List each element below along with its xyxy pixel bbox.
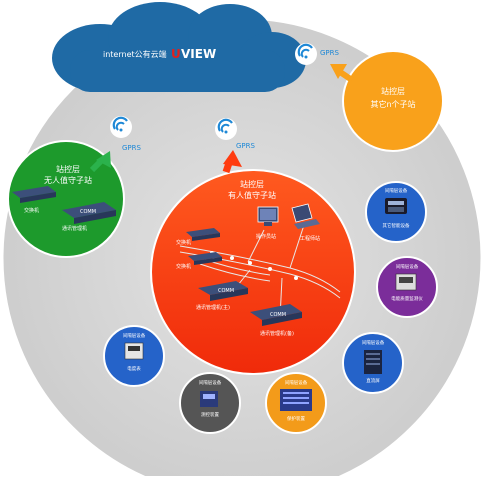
gprs-label: GPRS	[122, 144, 142, 152]
red-device-label: 操作员站	[256, 233, 276, 240]
comm-manager-main-device: COMM	[198, 281, 248, 301]
red-device-label: 工程师站	[300, 235, 320, 242]
engineer-station-icon	[291, 203, 320, 229]
comm-manager-device: COMM	[62, 202, 116, 224]
comm-manager-backup-device: COMM	[250, 304, 302, 326]
dc-cabinet-icon	[364, 350, 382, 374]
electricity-meter-icon	[124, 342, 144, 360]
orange-station-title: 站控层	[381, 86, 405, 96]
red-device-label: 交换机	[176, 263, 191, 270]
brand-prefix: U	[171, 47, 181, 61]
bay-device-label: 保护装置	[287, 415, 305, 422]
control-device-icon	[200, 391, 218, 407]
comm-label: COMM	[80, 209, 96, 215]
green-device-label: 交换机	[24, 207, 39, 214]
red-station-title: 站控层	[240, 179, 264, 189]
bay-device-label: 直流屏	[366, 377, 380, 384]
red-device-label: 通讯管理机(主)	[196, 304, 230, 311]
wifi-icon	[215, 118, 237, 140]
comm-label: COMM	[218, 288, 234, 294]
bay-device-header: 间隔层设备	[123, 332, 146, 339]
internet-cloud: internet公有云端 U VIEW	[52, 2, 306, 92]
bay-device-label: 其它智能设备	[383, 222, 410, 229]
bay-device-label: 测控装置	[201, 411, 219, 418]
red-device-label: 交换机	[176, 239, 191, 246]
switch-device	[188, 252, 222, 265]
switch-device	[186, 228, 220, 241]
keypad-device-icon	[385, 198, 407, 214]
orange-arrow	[330, 64, 354, 83]
switch-device	[12, 186, 56, 203]
bay-device-header: 间隔层设备	[362, 339, 385, 346]
red-device-label: 通讯管理机(备)	[260, 330, 294, 337]
bay-device-header: 间隔层设备	[285, 379, 308, 386]
orange-station-circle	[342, 50, 444, 152]
green-device-label: 通讯管理机	[62, 225, 87, 232]
orange-station-subtitle: 其它n个子站	[370, 99, 415, 109]
comm-label: COMM	[270, 312, 286, 318]
green-station-title: 站控层	[56, 164, 80, 174]
bay-device-label: 电能质量监测仪	[391, 295, 423, 302]
bay-device-header: 间隔层设备	[199, 379, 222, 386]
bay-device-header: 间隔层设备	[385, 187, 408, 194]
bay-device-header: 间隔层设备	[396, 263, 419, 270]
red-station-subtitle: 有人值守子站	[228, 190, 276, 200]
green-arrow	[89, 151, 111, 173]
gprs-label: GPRS	[236, 142, 256, 150]
red-arrow	[222, 150, 242, 174]
gprs-label: GPRS	[320, 49, 340, 57]
protection-device-icon	[280, 389, 312, 411]
wifi-icon	[295, 43, 317, 65]
green-station-subtitle: 无人值守子站	[44, 175, 92, 185]
bay-device-label: 电度表	[127, 365, 141, 372]
operator-station-icon	[257, 206, 279, 226]
brand-logo: VIEW	[181, 47, 216, 61]
cloud-label: internet公有云端	[103, 49, 167, 59]
wifi-icon	[110, 116, 132, 138]
power-quality-meter-icon	[395, 273, 417, 291]
